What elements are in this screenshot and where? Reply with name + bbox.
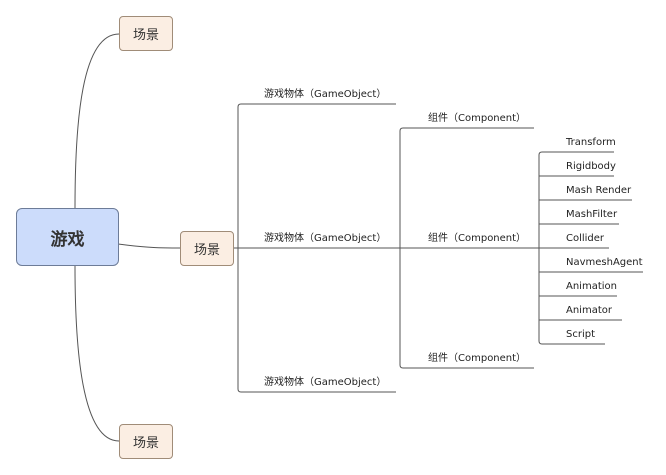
root-label: 游戏 — [50, 229, 85, 250]
component-type-rigidbody[interactable]: Rigidbody — [566, 161, 616, 172]
component-label-mid[interactable]: 组件（Component） — [428, 233, 527, 244]
gameobject-label-bottom[interactable]: 游戏物体（GameObject） — [264, 377, 387, 388]
component-label-bottom[interactable]: 组件（Component） — [428, 353, 527, 364]
component-type-animator[interactable]: Animator — [566, 305, 612, 316]
scene-label: 场景 — [132, 436, 159, 451]
component-type-transform[interactable]: Transform — [566, 137, 616, 148]
component-type-mash-render[interactable]: Mash Render — [566, 185, 632, 196]
edge-root-scene-top — [74, 33, 120, 209]
component-type-animation[interactable]: Animation — [566, 281, 617, 292]
scene-node-mid[interactable]: 场景 — [180, 231, 234, 266]
root-node[interactable]: 游戏 — [16, 208, 119, 266]
component-type-navmeshagent[interactable]: NavmeshAgent — [566, 257, 643, 268]
component-type-mashfilter[interactable]: MashFilter — [566, 209, 618, 220]
scene-node-top[interactable]: 场景 — [119, 16, 173, 51]
scene-label: 场景 — [193, 243, 220, 258]
edge-root-scene-bottom — [74, 265, 120, 442]
gameobject-label-mid[interactable]: 游戏物体（GameObject） — [264, 233, 387, 244]
bracket-component-types — [538, 151, 543, 345]
bracket-gameobjects — [237, 103, 242, 393]
bracket-components — [399, 127, 404, 369]
edge-root-scene-mid — [117, 243, 182, 249]
component-type-script[interactable]: Script — [566, 329, 596, 340]
scene-node-bottom[interactable]: 场景 — [119, 424, 173, 459]
gameobject-label-top[interactable]: 游戏物体（GameObject） — [264, 89, 387, 100]
component-label-top[interactable]: 组件（Component） — [428, 113, 527, 124]
scene-label: 场景 — [132, 28, 159, 43]
component-type-collider[interactable]: Collider — [566, 233, 605, 244]
